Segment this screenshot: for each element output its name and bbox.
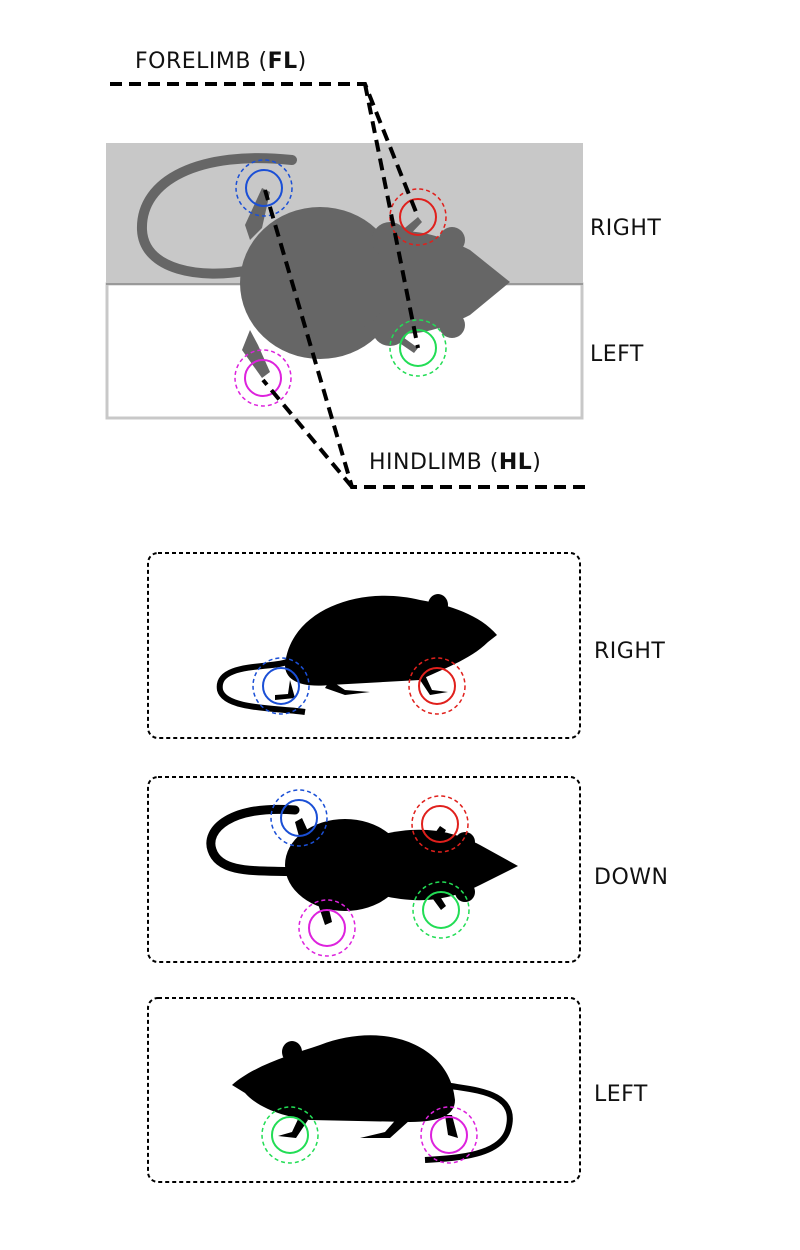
left-side-label: LEFT xyxy=(590,342,644,367)
top-view-panel: FORELIMB (FL) HINDLIMB (HL) RIGHT LEFT xyxy=(105,49,661,489)
right-view-panel: RIGHT xyxy=(147,552,665,739)
left-view-panel: LEFT xyxy=(147,997,648,1183)
hindlimb-label: HINDLIMB (HL) xyxy=(369,450,541,475)
mouse-side-left-silhouette xyxy=(232,1035,513,1163)
view-label-down: DOWN xyxy=(594,865,668,890)
view-label-left: LEFT xyxy=(594,1082,648,1107)
forelimb-leader-lines xyxy=(110,82,420,349)
view-label-right: RIGHT xyxy=(594,639,665,664)
right-side-label: RIGHT xyxy=(590,216,661,241)
forelimb-label: FORELIMB (FL) xyxy=(135,49,307,74)
hindlimb-leader-lines xyxy=(261,189,585,489)
mouse-side-right-silhouette xyxy=(216,594,497,715)
down-view-panel: DOWN xyxy=(147,776,668,963)
mouse-bottom-silhouette xyxy=(206,804,518,925)
